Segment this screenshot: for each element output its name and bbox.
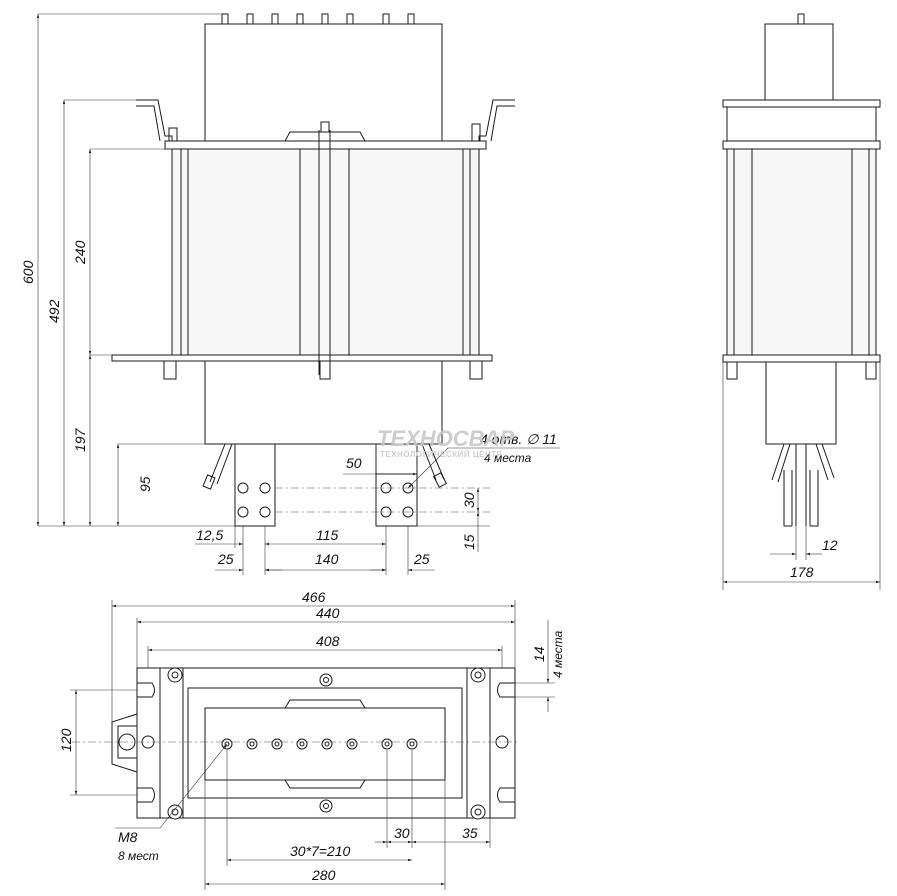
dim-30-pitch: 30 — [394, 825, 410, 841]
front-view — [111, 13, 515, 527]
dim-466: 466 — [302, 589, 326, 605]
dim-12-5: 12,5 — [196, 527, 223, 543]
dim-280: 280 — [311, 867, 336, 883]
top-terminal-studs — [221, 13, 415, 25]
dim-50: 50 — [346, 455, 362, 471]
right-bracket — [478, 99, 515, 141]
thread-label: M8 — [118, 829, 138, 845]
top-view — [72, 667, 520, 820]
dim-197: 197 — [72, 427, 88, 452]
slot-count: 4 места — [551, 630, 565, 678]
dim-15: 15 — [461, 534, 477, 550]
dim-120: 120 — [58, 728, 74, 752]
side-lug — [111, 713, 138, 773]
dim-35: 35 — [462, 825, 478, 841]
dim-25-right: 25 — [413, 551, 430, 567]
side-lower-housing — [765, 361, 837, 445]
dim-115: 115 — [316, 527, 339, 543]
dim-178: 178 — [790, 564, 814, 580]
watermark: ТЕХНОСВАР ТЕХНОЛОГИЧЕСКИЙ ЦЕНТР — [377, 426, 515, 459]
dim-408: 408 — [316, 633, 340, 649]
m8-studs — [221, 738, 418, 750]
top-dimensions: 466 440 408 120 14 4 места M8 8 мест 30 — [58, 589, 565, 890]
left-bracket — [136, 99, 173, 141]
core-frame — [171, 148, 480, 356]
dim-12: 12 — [822, 537, 838, 553]
right-busbar — [375, 473, 418, 527]
dim-95: 95 — [137, 476, 153, 492]
bottom-bolts — [163, 360, 483, 380]
lower-housing — [204, 360, 443, 445]
dim-600: 600 — [20, 260, 36, 284]
dim-440: 440 — [316, 605, 340, 621]
left-busbar — [234, 443, 276, 527]
lifting-handle — [284, 131, 366, 142]
side-upper-housing — [764, 23, 834, 101]
side-view — [722, 13, 881, 527]
watermark-brand: ТЕХНОСВАР — [377, 426, 515, 451]
side-core — [726, 148, 877, 356]
corner-bolts — [141, 667, 509, 820]
hole-count: 4 места — [484, 451, 532, 465]
dim-140: 140 — [315, 551, 339, 567]
top-bolts — [168, 121, 481, 142]
housing-top — [187, 687, 463, 799]
thread-count: 8 мест — [118, 849, 159, 863]
front-dimensions: 600 492 240 197 95 50 30 15 12,5 1 — [20, 13, 560, 575]
watermark-tagline: ТЕХНОЛОГИЧЕСКИЙ ЦЕНТР — [380, 450, 503, 459]
dim-492: 492 — [46, 299, 62, 323]
dim-210: 30*7=210 — [290, 843, 351, 859]
left-lead — [209, 443, 233, 485]
side-dimensions: 178 12 — [722, 362, 881, 590]
dim-25-left: 25 — [217, 551, 234, 567]
dim-30: 30 — [461, 492, 477, 508]
upper-housing — [204, 23, 443, 142]
busbar-holes — [237, 482, 414, 518]
dim-240: 240 — [72, 240, 88, 265]
hole-note: 4 отв. ∅ 11 — [480, 431, 557, 447]
dim-14: 14 — [531, 646, 547, 662]
